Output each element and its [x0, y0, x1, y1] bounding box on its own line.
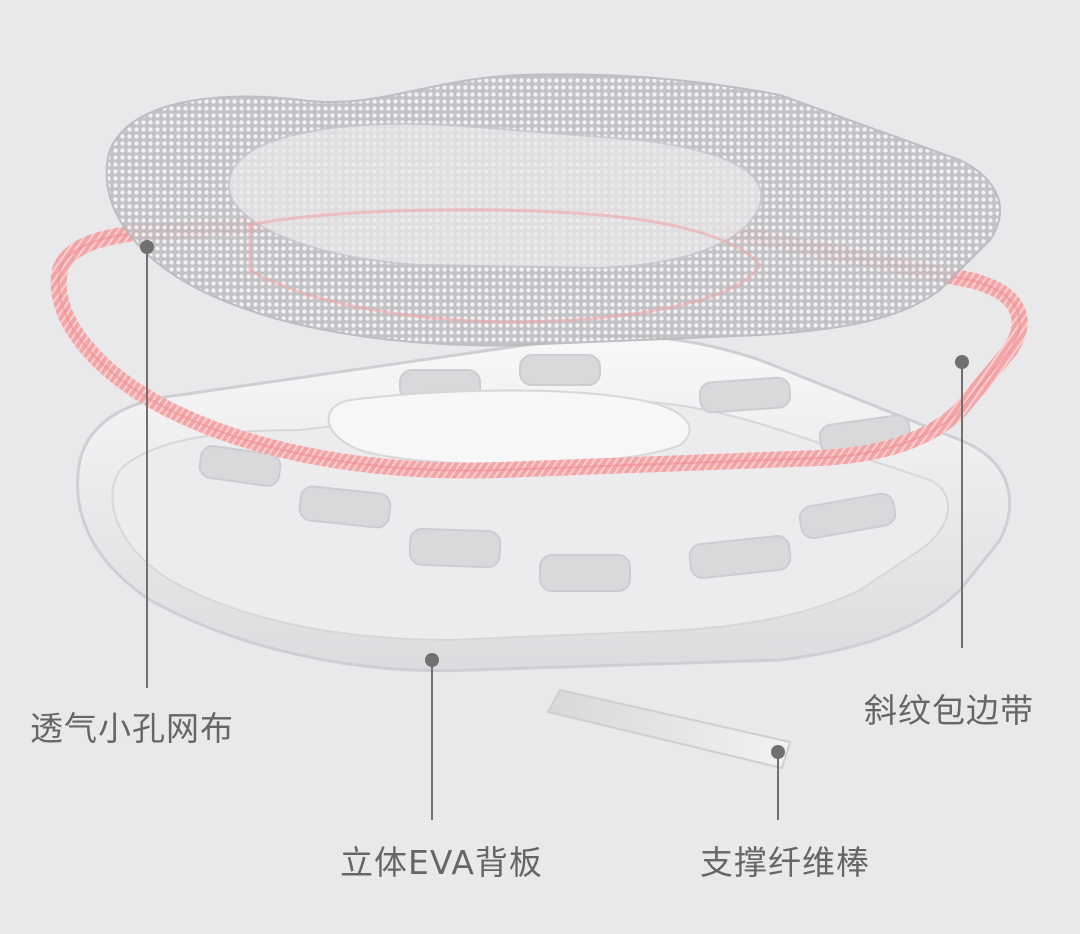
eva-board-label: 立体EVA背板 [340, 843, 543, 882]
eva-back-board [76, 334, 1012, 673]
mesh-label: 透气小孔网布 [30, 709, 234, 748]
bias-band-label: 斜纹包边带 [864, 691, 1034, 730]
support-rod [546, 688, 792, 770]
support-rod-label: 支撑纤维棒 [700, 843, 870, 882]
breathable-mesh-fabric [105, 73, 1001, 347]
leader-lines [140, 240, 969, 820]
